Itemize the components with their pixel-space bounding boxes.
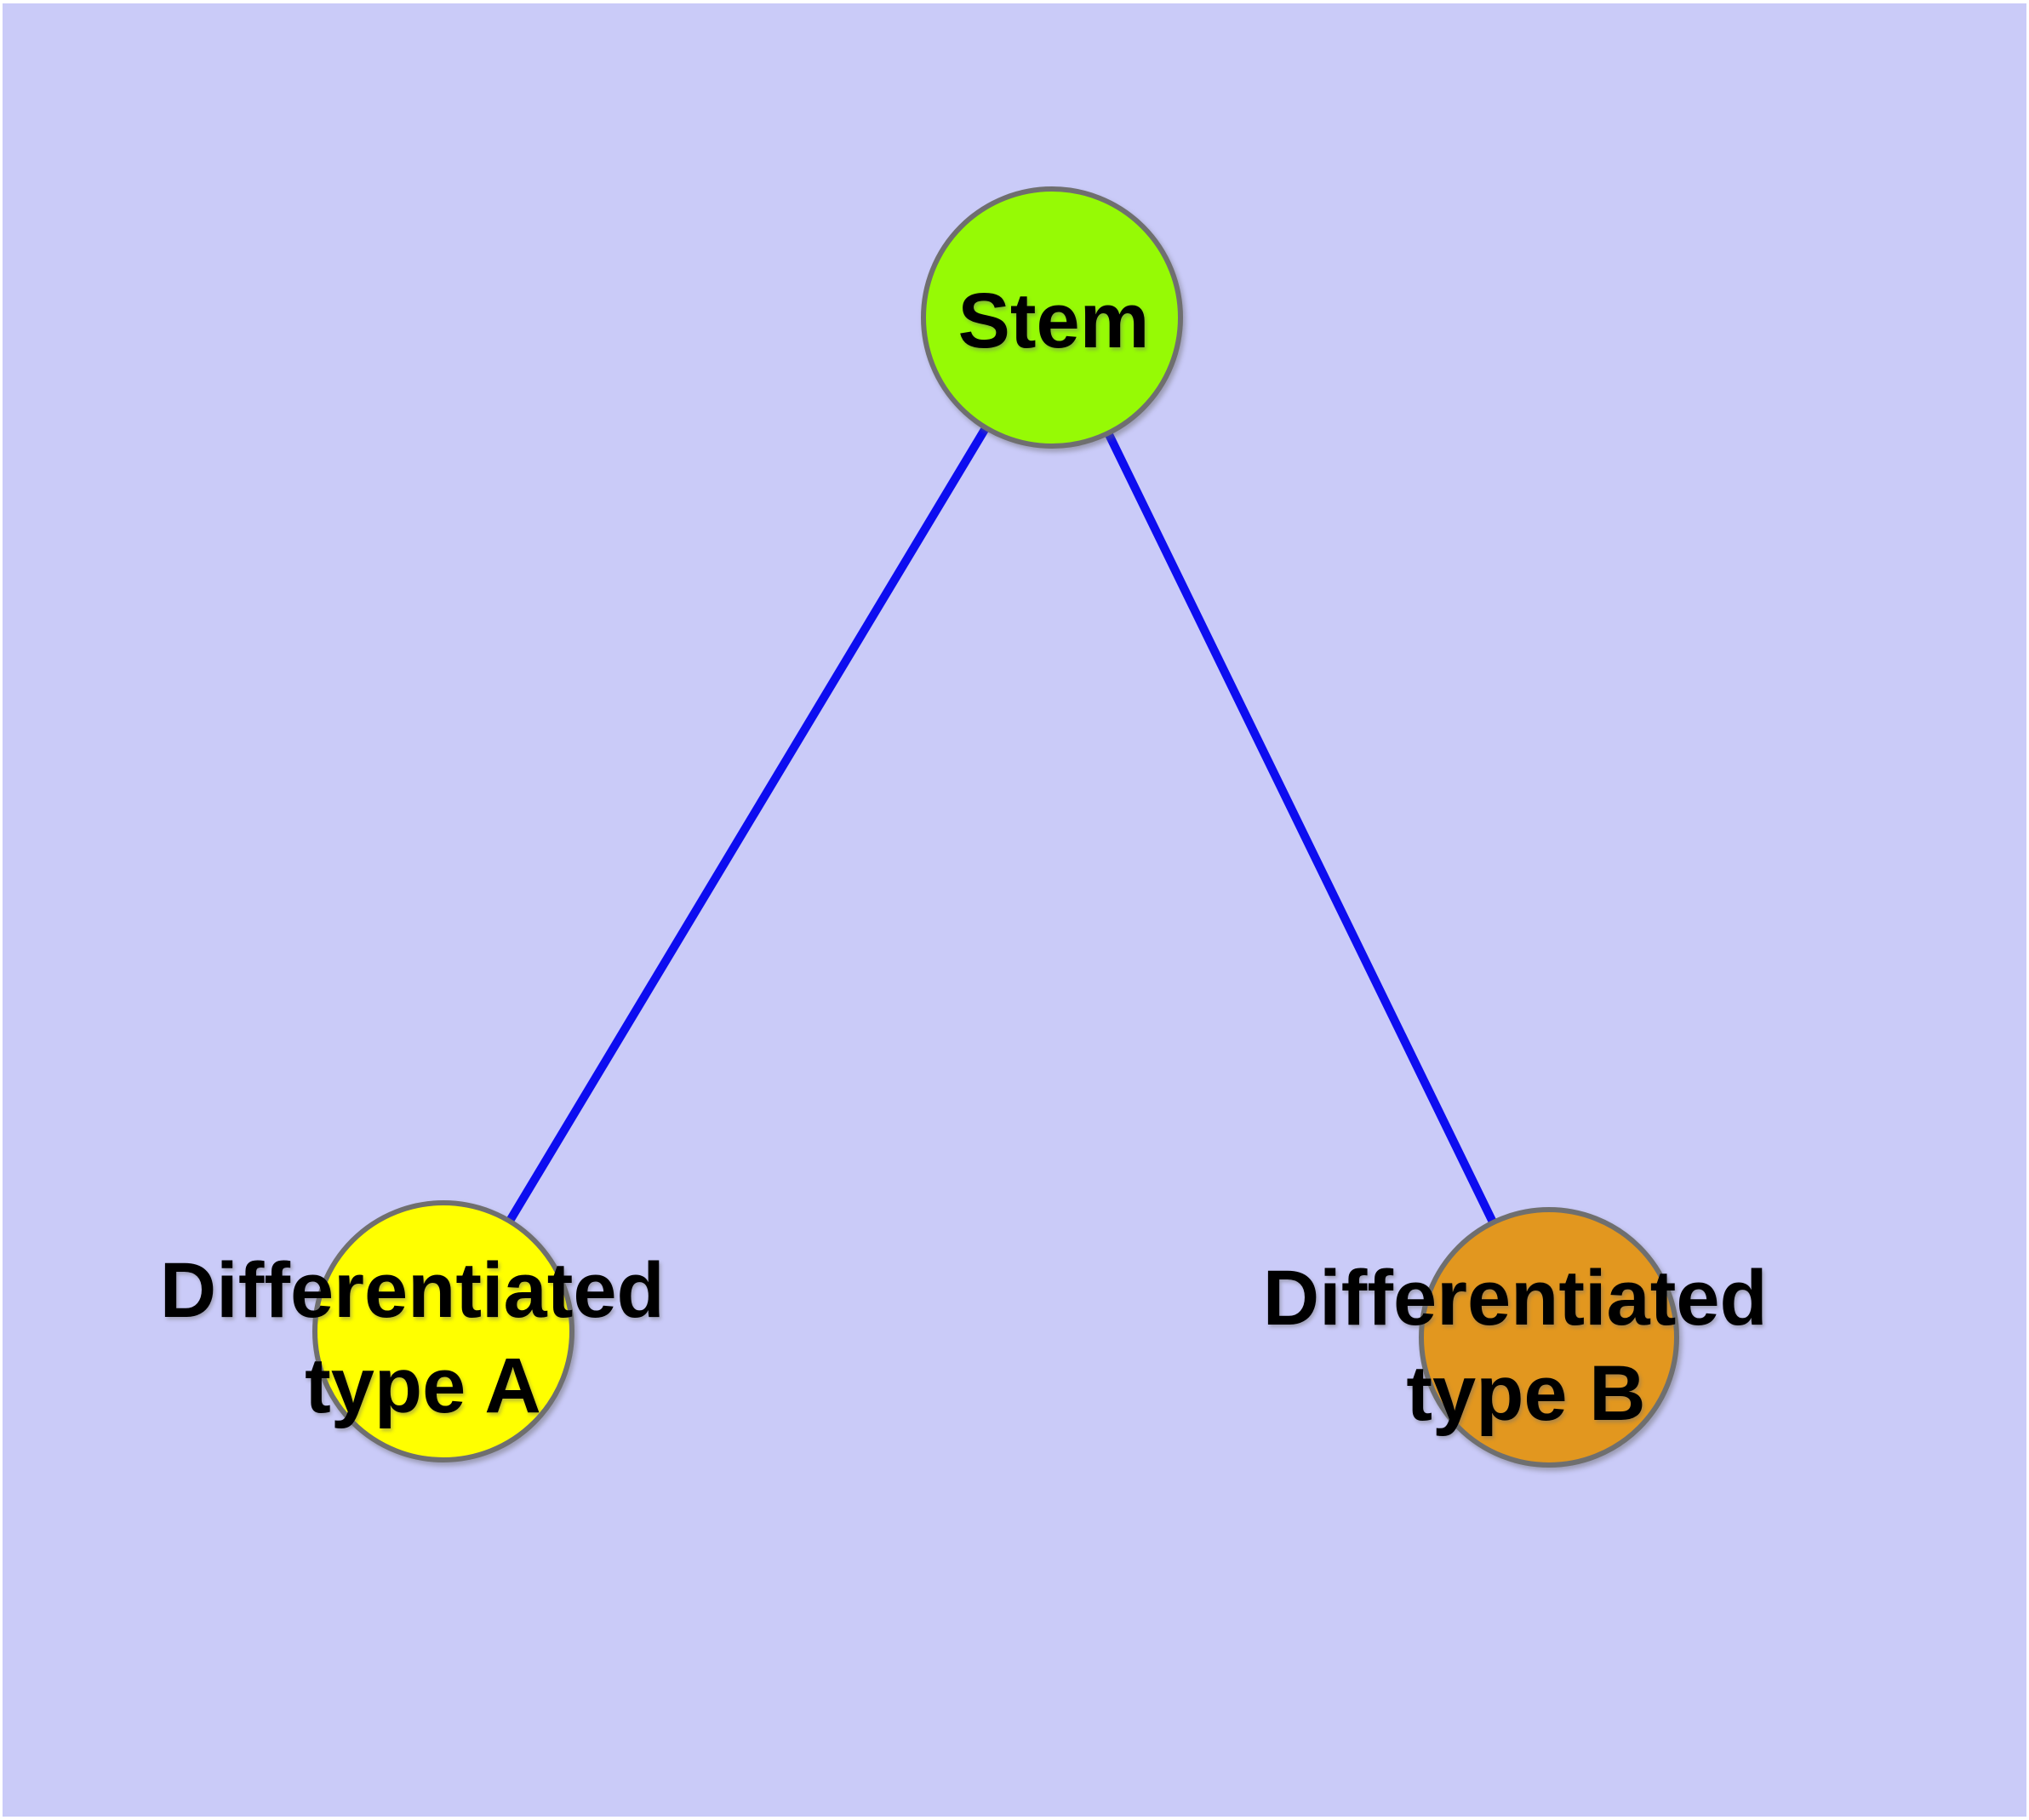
node-type-b-label: Differentiated type B bbox=[1263, 1255, 1790, 1437]
node-type-b-label-line2: type B bbox=[1406, 1350, 1645, 1437]
node-stem-label: Stem bbox=[958, 278, 1150, 364]
node-type-a-label: Differentiated type A bbox=[160, 1247, 687, 1429]
node-stem bbox=[921, 186, 1183, 449]
edge-stem-to-type-a bbox=[439, 315, 1056, 1334]
edge-stem-to-type-b bbox=[1048, 315, 1553, 1340]
node-type-b-label-line1: Differentiated bbox=[1263, 1255, 1768, 1342]
node-type-a-label-line1: Differentiated bbox=[160, 1247, 665, 1334]
node-differentiated-type-b bbox=[1419, 1207, 1679, 1468]
node-type-a-label-line2: type A bbox=[305, 1342, 541, 1429]
node-differentiated-type-a bbox=[312, 1200, 574, 1462]
